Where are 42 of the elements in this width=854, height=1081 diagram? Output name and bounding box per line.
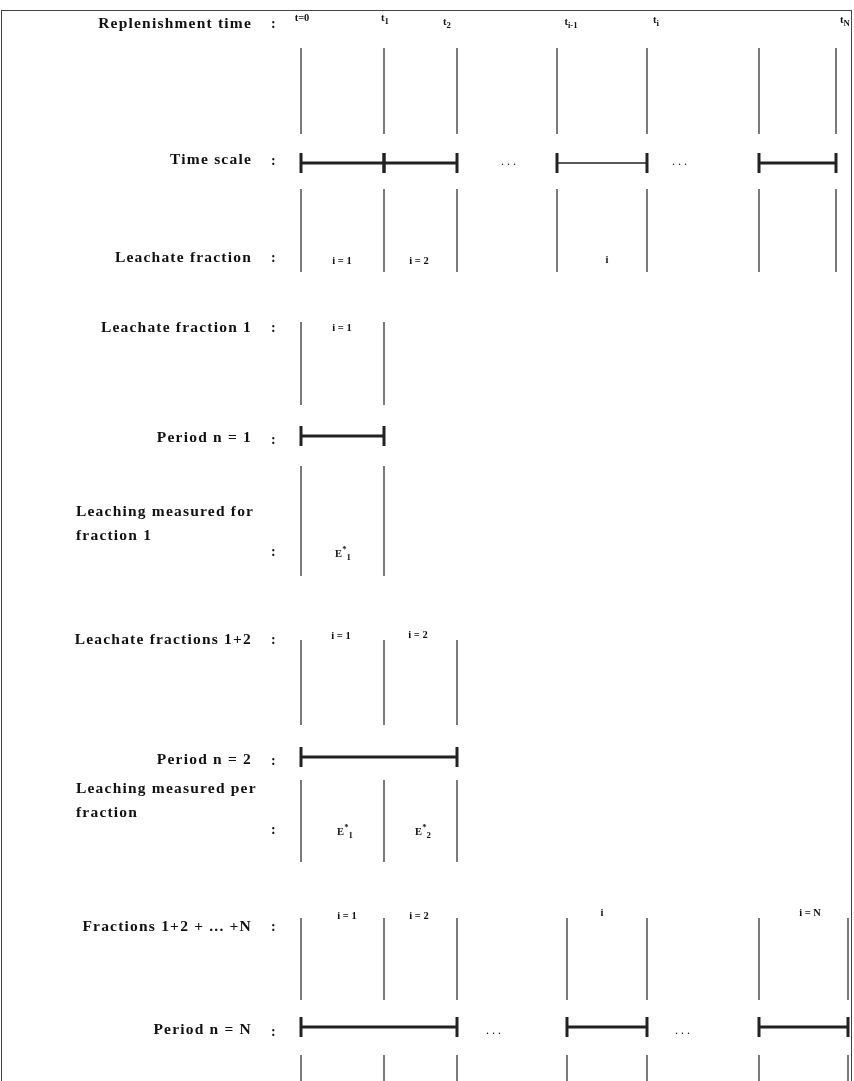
row-label: Leachate fractions 1+2 bbox=[74, 630, 252, 648]
row-label: Period n = 2 bbox=[156, 750, 252, 768]
row-label: Leaching measured for fraction 1 bbox=[76, 501, 255, 545]
row-label: Period n = 1 bbox=[156, 428, 252, 446]
separator-colon: : bbox=[271, 153, 276, 169]
interval-label: i = 1 bbox=[332, 255, 352, 266]
interval-label: i = 2 bbox=[409, 910, 429, 921]
ellipsis: ... bbox=[675, 1023, 693, 1038]
separator-colon: : bbox=[271, 822, 276, 838]
row-label: Leachate fraction bbox=[114, 248, 252, 266]
interval-label: i = 1 bbox=[337, 910, 357, 921]
row-label: Leachate fraction 1 bbox=[100, 318, 252, 336]
interval-label: t$_{N}$ bbox=[840, 14, 850, 29]
ellipsis: ... bbox=[672, 154, 690, 169]
ellipsis: ... bbox=[501, 154, 519, 169]
interval-label: i = N bbox=[799, 907, 821, 918]
interval-label: i = 1 bbox=[332, 322, 352, 333]
separator-colon: : bbox=[271, 544, 276, 560]
interval-label: i bbox=[605, 254, 609, 265]
row-label: Time scale bbox=[170, 150, 252, 168]
separator-colon: : bbox=[271, 632, 276, 648]
interval-label: i = 1 bbox=[331, 630, 351, 641]
separator-colon: : bbox=[271, 320, 276, 336]
row-label: Leaching measured per fraction bbox=[76, 778, 258, 822]
interval-label: t$_{i-1}$ bbox=[564, 16, 578, 31]
row-label: Fractions 1+2 + ... +N bbox=[82, 917, 252, 935]
row-label: Replenishment time bbox=[98, 14, 252, 32]
interval-label: i bbox=[600, 907, 604, 918]
interval-label: i = 2 bbox=[408, 629, 428, 640]
separator-colon: : bbox=[271, 16, 276, 32]
interval-label: t=0 bbox=[294, 12, 310, 23]
interval-label: i = 2 bbox=[409, 255, 429, 266]
interval-label: t$_{i}$ bbox=[653, 14, 659, 29]
separator-colon: : bbox=[271, 1024, 276, 1040]
interval-label: t$_{2}$ bbox=[443, 16, 451, 31]
separator-colon: : bbox=[271, 432, 276, 448]
interval-label: t$_{1}$ bbox=[381, 12, 389, 27]
separator-colon: : bbox=[271, 919, 276, 935]
row-label: Period n = N bbox=[153, 1020, 252, 1038]
separator-colon: : bbox=[271, 250, 276, 266]
separator-colon: : bbox=[271, 753, 276, 769]
ellipsis: ... bbox=[486, 1023, 504, 1038]
